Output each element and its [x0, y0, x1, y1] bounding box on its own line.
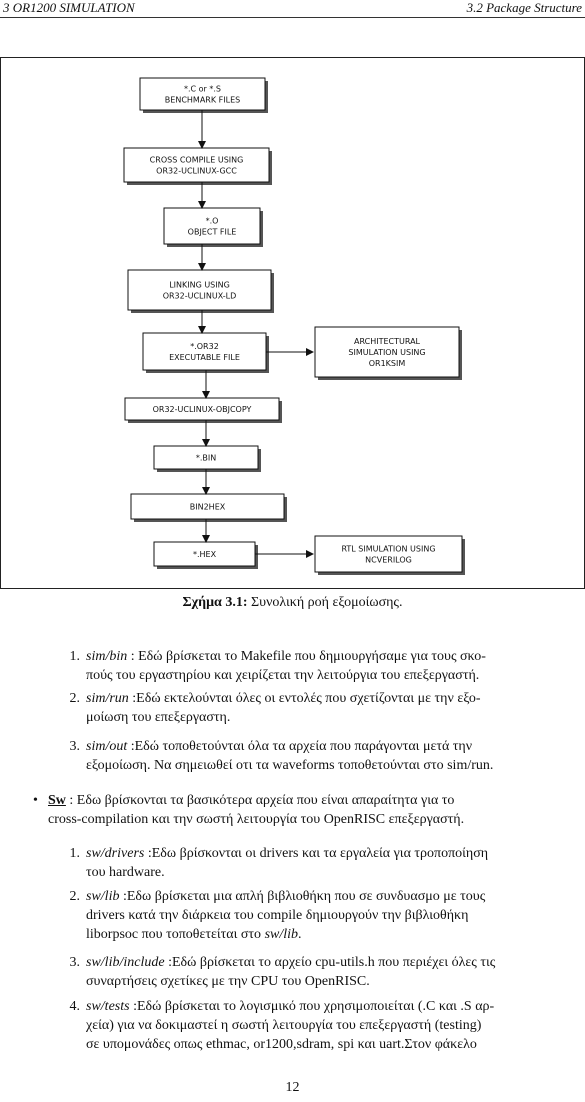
- item-text: σε υπομονάδες οπως ethmac, or1200,sdram,…: [86, 1037, 477, 1052]
- box-label: OBJECT FILE: [188, 228, 237, 237]
- box-objcopy: OR32-UCLINUX-OBJCOPY: [124, 397, 282, 423]
- dir-path: sim/out: [86, 739, 128, 754]
- box-hex: *.HEX: [153, 541, 258, 569]
- box-bench: *.C or *.S BENCHMARK FILES: [139, 77, 268, 113]
- item-text: του hardware.: [86, 865, 165, 880]
- item-text: χεία) για να δοκιμαστεί η σωστή λειτουργ…: [86, 1018, 482, 1033]
- box-label: *.C or *.S: [184, 85, 221, 94]
- dir-path: sw/lib: [264, 927, 299, 942]
- item-text: :Εδω βρίσκονται οι drivers και τα εργαλε…: [144, 846, 489, 861]
- caption-text: Συνολική ροή εξομοίωσης.: [247, 595, 403, 610]
- dir-path: sw/lib/include: [86, 955, 165, 970]
- box-link: LINKING USING OR32-UCLINUX-LD: [127, 269, 274, 313]
- item-number: 2.: [69, 889, 81, 904]
- dir-path: sim/bin: [86, 649, 128, 664]
- item-text: μοίωση του επεξεργαστη.: [86, 710, 231, 725]
- figure-caption: Σχήμα 3.1: Συνολική ροή εξομοίωσης.: [0, 595, 585, 611]
- item-text: συναρτήσεις σχετίκες με την CPU του Open…: [86, 974, 370, 989]
- box-label: LINKING USING: [169, 281, 230, 290]
- item-number: 2.: [69, 691, 81, 706]
- item-text: πούς του εργαστηρίου και χειρίζεται την …: [86, 668, 480, 683]
- box-label: OR32-UCLINUX-GCC: [156, 167, 237, 176]
- item-text: .: [298, 927, 302, 942]
- caption-label: Σχήμα 3.1:: [182, 595, 248, 610]
- item-text: liborpsoc που τοποθετείται στο: [86, 927, 265, 942]
- item-number: 3.: [69, 739, 81, 754]
- flow-figure: *.C or *.S BENCHMARK FILES CROSS COMPILE U…: [0, 57, 585, 589]
- bullet-label: Sw: [48, 793, 66, 808]
- header-rule: [0, 17, 585, 18]
- box-arch: ARCHITECTURAL SIMULATION USING OR1KSIM: [314, 326, 462, 380]
- box-label: OR32-UCLINUX-LD: [163, 292, 237, 301]
- item-text: :Εδώ εκτελούνται όλες οι εντολές που σχε…: [128, 691, 481, 706]
- item-number: 3.: [69, 955, 81, 970]
- item-number: 1.: [69, 846, 81, 861]
- item-number: 4.: [69, 999, 81, 1014]
- box-label: BENCHMARK FILES: [165, 96, 240, 105]
- box-label: *.HEX: [193, 550, 217, 559]
- dir-path: sw/lib: [86, 889, 120, 904]
- item-text: :Εδώ βρίσκεται το αρχείο cpu-utils.h που…: [164, 955, 496, 970]
- box-label: ARCHITECTURAL: [354, 337, 421, 346]
- header-chapter: 3 OR1200 SIMULATION: [3, 0, 135, 15]
- item-text: εξομοίωση. Να σημειωθεί οτι τα waveforms…: [86, 758, 494, 773]
- flow-diagram: *.C or *.S BENCHMARK FILES CROSS COMPILE U…: [123, 77, 465, 575]
- item-text: :Εδώ τοποθετούνται όλα τα αρχεία που παρ…: [127, 739, 473, 754]
- box-label: EXECUTABLE FILE: [169, 353, 240, 362]
- box-rtl: RTL SIMULATION USING NCVERILOG: [314, 535, 465, 575]
- box-cross: CROSS COMPILE USING OR32-UCLINUX-GCC: [123, 147, 272, 185]
- box-obj: *.O OBJECT FILE: [163, 207, 263, 247]
- header-section: 3.2 Package Structure: [466, 0, 582, 15]
- dir-path: sim/run: [86, 691, 129, 706]
- box-label: *.OR32: [190, 342, 219, 351]
- box-bin: *.BIN: [153, 445, 261, 472]
- box-label: NCVERILOG: [365, 556, 412, 565]
- item-number: 1.: [69, 649, 81, 664]
- bullet-icon: •: [33, 793, 38, 808]
- item-text: :Εδω βρίσκεται μια απλή βιβλιοθήκη που σ…: [119, 889, 486, 904]
- box-label: OR32-UCLINUX-OBJCOPY: [153, 405, 252, 414]
- box-label: *.BIN: [196, 454, 216, 463]
- dir-path: sw/drivers: [86, 846, 145, 861]
- box-label: *.O: [206, 217, 219, 226]
- dir-path: sw/tests: [86, 999, 130, 1014]
- item-text: :Εδώ βρίσκεται το λογισμικό που χρησιμοπ…: [129, 999, 495, 1014]
- page-number: 12: [285, 1080, 300, 1095]
- box-bin2hex: BIN2HEX: [130, 493, 287, 522]
- box-label: SIMULATION USING: [348, 348, 425, 357]
- item-text: drivers κατά την διάρκεια του compile δη…: [86, 908, 469, 923]
- box-label: CROSS COMPILE USING: [150, 156, 244, 165]
- box-label: BIN2HEX: [190, 503, 226, 512]
- bullet-text: cross-compilation και την σωστή λειτουργ…: [48, 812, 465, 827]
- item-text: : Εδώ βρίσκεται το Makefile που δημιουργ…: [127, 649, 486, 664]
- box-label: OR1KSIM: [369, 359, 406, 368]
- box-label: RTL SIMULATION USING: [341, 545, 435, 554]
- bullet-text: : Εδω βρίσκονται τα βασικότερα αρχεία πο…: [65, 793, 455, 808]
- running-header: 3 OR1200 SIMULATION 3.2 Package Structur…: [0, 0, 585, 16]
